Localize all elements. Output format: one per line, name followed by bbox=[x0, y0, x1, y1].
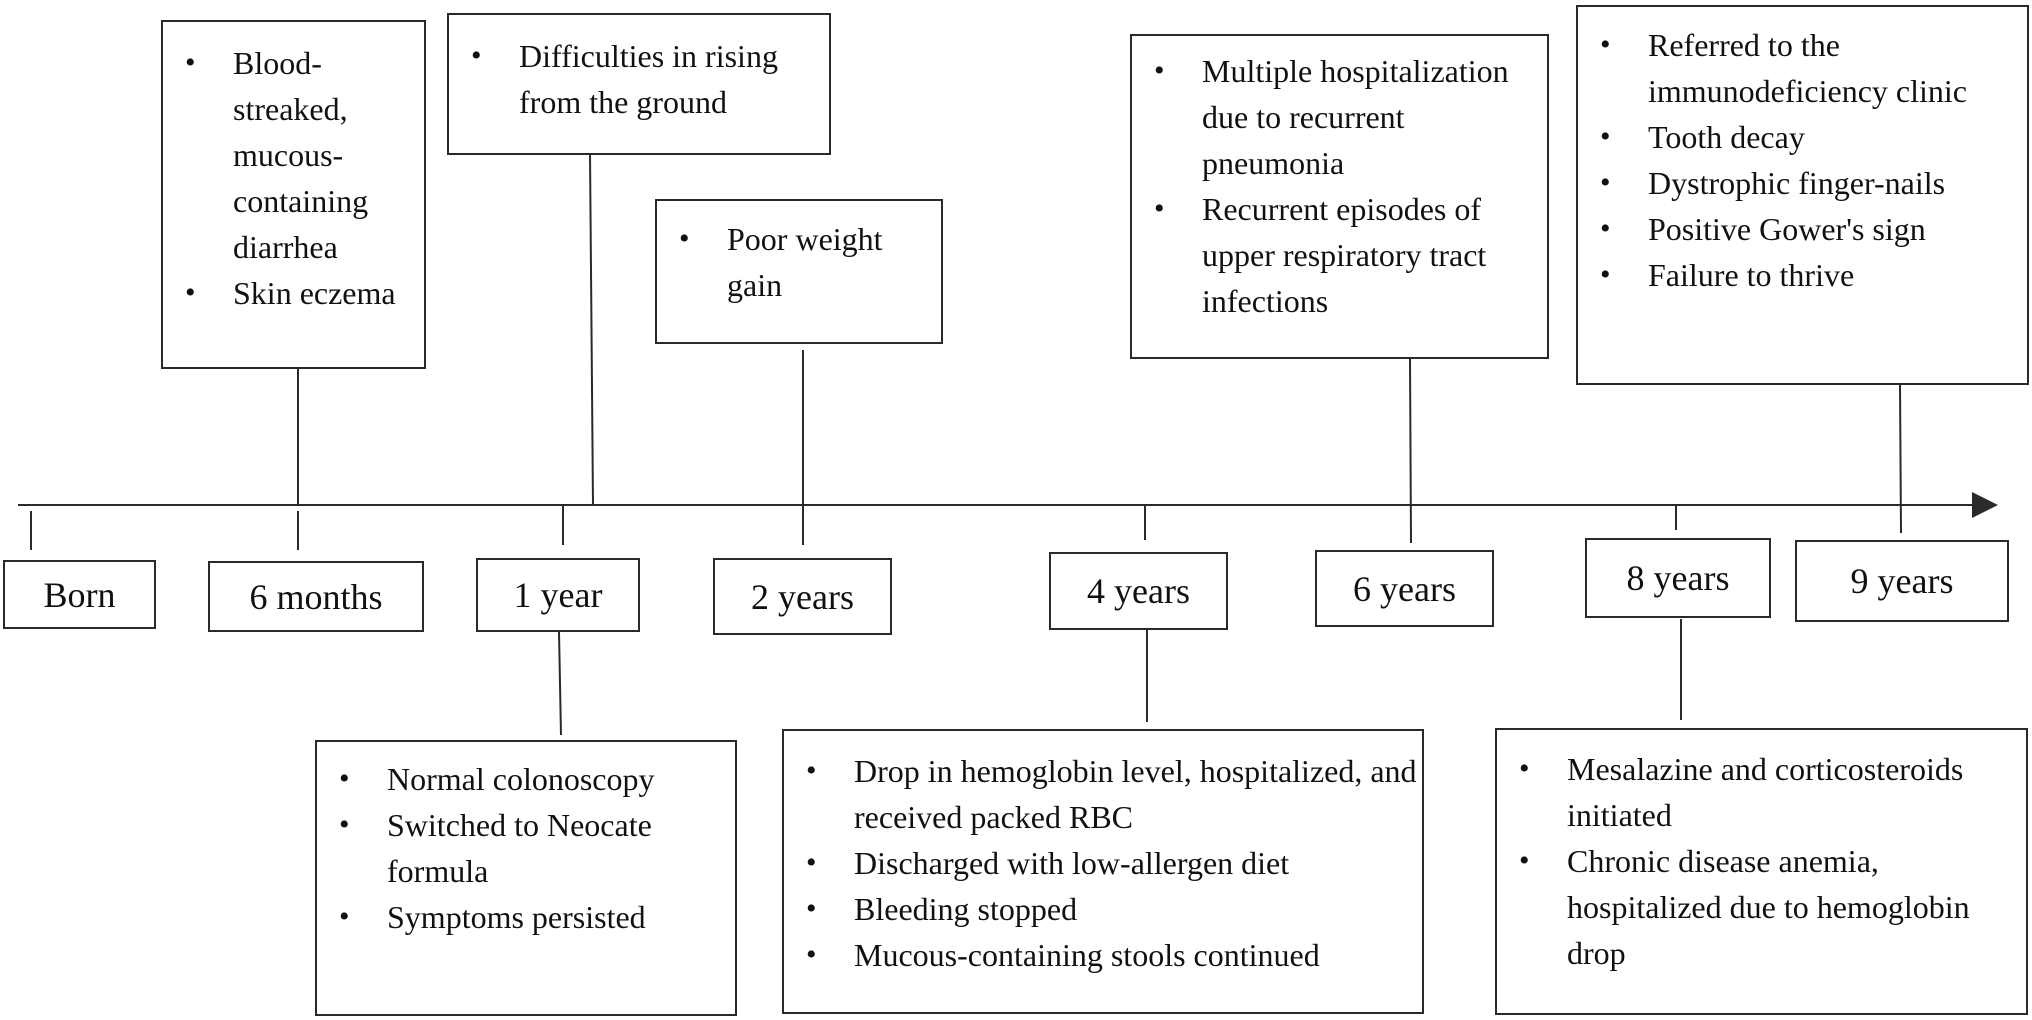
event-box-8-years: Mesalazine and corticosteroids initiated… bbox=[1495, 728, 2028, 1015]
event-box-1-year-below: Normal colonoscopy Switched to Neocate f… bbox=[315, 740, 737, 1016]
connector-9-years-above bbox=[1899, 384, 1902, 534]
event-item: Blood-streaked, mucous-containing diarrh… bbox=[163, 40, 424, 270]
timeline-arrowhead bbox=[1972, 492, 1998, 518]
event-item: Poor weight gain bbox=[657, 216, 941, 308]
label-4-years: 4 years bbox=[1049, 552, 1228, 630]
event-item: Referred to the immunodeficiency clinic bbox=[1578, 22, 2027, 114]
event-item: Normal colonoscopy bbox=[317, 756, 735, 802]
event-box-1-year-above: Difficulties in rising from the ground bbox=[447, 13, 831, 155]
event-item: Multiple hospitalization due to recurren… bbox=[1132, 48, 1547, 186]
label-9-years: 9 years bbox=[1795, 540, 2009, 622]
connector-6-years-above bbox=[1409, 357, 1412, 544]
event-item: Difficulties in rising from the ground bbox=[449, 33, 829, 125]
event-box-2-years: Poor weight gain bbox=[655, 199, 943, 344]
event-item: Positive Gower's sign bbox=[1578, 206, 2027, 252]
event-item: Dystrophic finger-nails bbox=[1578, 160, 2027, 206]
event-box-6-months: Blood-streaked, mucous-containing diarrh… bbox=[161, 20, 426, 369]
event-item: Recurrent episodes of upper respiratory … bbox=[1132, 186, 1547, 324]
label-2-years: 2 years bbox=[713, 558, 892, 635]
connector-1-year-below bbox=[558, 631, 562, 736]
event-item: Symptoms persisted bbox=[317, 894, 735, 940]
label-6-years: 6 years bbox=[1315, 550, 1494, 627]
label-8-years: 8 years bbox=[1585, 538, 1771, 618]
event-item: Skin eczema bbox=[163, 270, 424, 316]
event-box-9-years: Referred to the immunodeficiency clinic … bbox=[1576, 5, 2029, 385]
event-item: Discharged with low-allergen diet bbox=[784, 840, 1422, 886]
event-item: Switched to Neocate formula bbox=[317, 802, 735, 894]
event-item: Tooth decay bbox=[1578, 114, 2027, 160]
event-item: Chronic disease anemia, hospitalized due… bbox=[1497, 838, 2026, 976]
label-6-months: 6 months bbox=[208, 561, 424, 632]
label-born: Born bbox=[3, 560, 156, 629]
event-item: Drop in hemoglobin level, hospitalized, … bbox=[784, 748, 1422, 840]
event-item: Mucous-containing stools continued bbox=[784, 932, 1422, 978]
event-box-4-years: Drop in hemoglobin level, hospitalized, … bbox=[782, 729, 1424, 1014]
label-1-year: 1 year bbox=[476, 558, 640, 632]
event-item: Mesalazine and corticosteroids initiated bbox=[1497, 746, 2026, 838]
event-item: Failure to thrive bbox=[1578, 252, 2027, 298]
event-item: Bleeding stopped bbox=[784, 886, 1422, 932]
connector-1-year-above bbox=[589, 152, 594, 506]
event-box-6-years: Multiple hospitalization due to recurren… bbox=[1130, 34, 1549, 359]
